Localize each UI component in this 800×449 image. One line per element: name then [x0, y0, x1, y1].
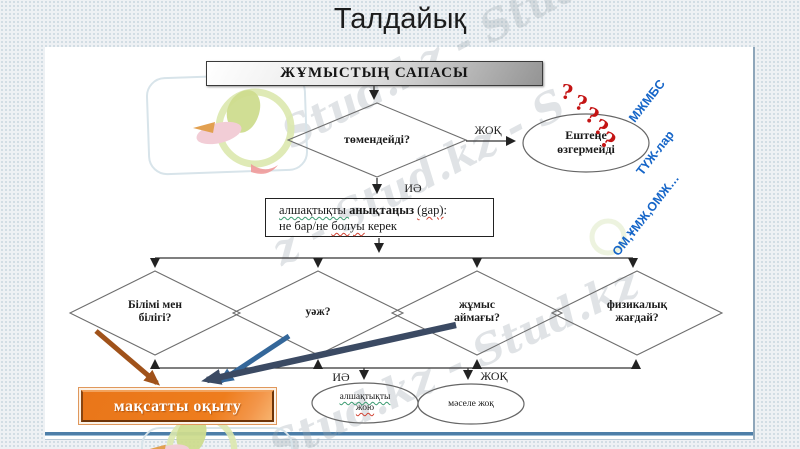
decision-physical-line1: физикалық [606, 299, 668, 311]
decision-motivation-line1: уәж? [305, 306, 331, 318]
decision-work-area-label: жұмыс аймағы? [422, 299, 532, 325]
decision-knowledge-line2: білігі? [138, 312, 172, 324]
targeted-training-label: мақсатты оқыту [81, 390, 274, 422]
gap-word-4: : [443, 203, 447, 217]
gap-word-6: болуы [331, 219, 365, 233]
ellipse-no-problem-label: мәселе жоқ [448, 399, 494, 409]
decision-physical-line2: жағдай? [615, 312, 659, 324]
quality-box: ЖҰМЫСТЫҢ САПАСЫ [206, 61, 543, 86]
gap-box-line1: алшақтықты анықтаңыз (gap): [279, 202, 493, 218]
gap-box-line2: не бар/не болуы керек [279, 218, 493, 234]
decision-physical-label: физикалық жағдай? [582, 299, 692, 325]
ellipse-eliminate-gap-line1: алшақтықты [339, 392, 391, 402]
gap-word-2: анықтаңыз [349, 203, 418, 217]
gap-word-1: алшақтықты [279, 203, 350, 217]
decision-decrease-label: төмендейді? [343, 132, 411, 146]
gap-word-3: (gap) [417, 203, 444, 217]
gap-word-5: не бар/не [279, 219, 332, 233]
decision-knowledge-label: Білімі мен білігі? [100, 299, 210, 325]
gap-word-7: керек [364, 219, 398, 233]
gap-definition-box: алшақтықты анықтаңыз (gap): не бар/не бо… [265, 198, 494, 237]
ellipse-eliminate-gap-label: алшақтықты жою [315, 392, 415, 414]
ellipse-nothing-changes-line1: Ештеңе [565, 128, 607, 142]
label-no-top: ЖОҚ [474, 123, 502, 137]
decision-work-area-line1: жұмыс [458, 299, 495, 311]
label-yes-top: ИӘ [404, 181, 422, 195]
ellipse-nothing-changes-line2: өзгермейді [557, 142, 615, 156]
label-no-bottom: ЖОҚ [480, 369, 508, 383]
ellipse-eliminate-gap-line2: жою [355, 403, 375, 413]
label-yes-bottom: ИӘ [332, 370, 350, 384]
ellipse-nothing-changes-label: Ештеңе өзгермейді [536, 128, 636, 156]
slide-title: Талдайық [333, 3, 467, 35]
decision-motivation-label: уәж? [263, 306, 373, 319]
targeted-training-button: мақсатты оқыту [78, 387, 277, 425]
decision-knowledge-line1: Білімі мен [128, 299, 182, 311]
bottom-rule [45, 432, 753, 435]
decision-work-area-line2: аймағы? [454, 312, 500, 324]
